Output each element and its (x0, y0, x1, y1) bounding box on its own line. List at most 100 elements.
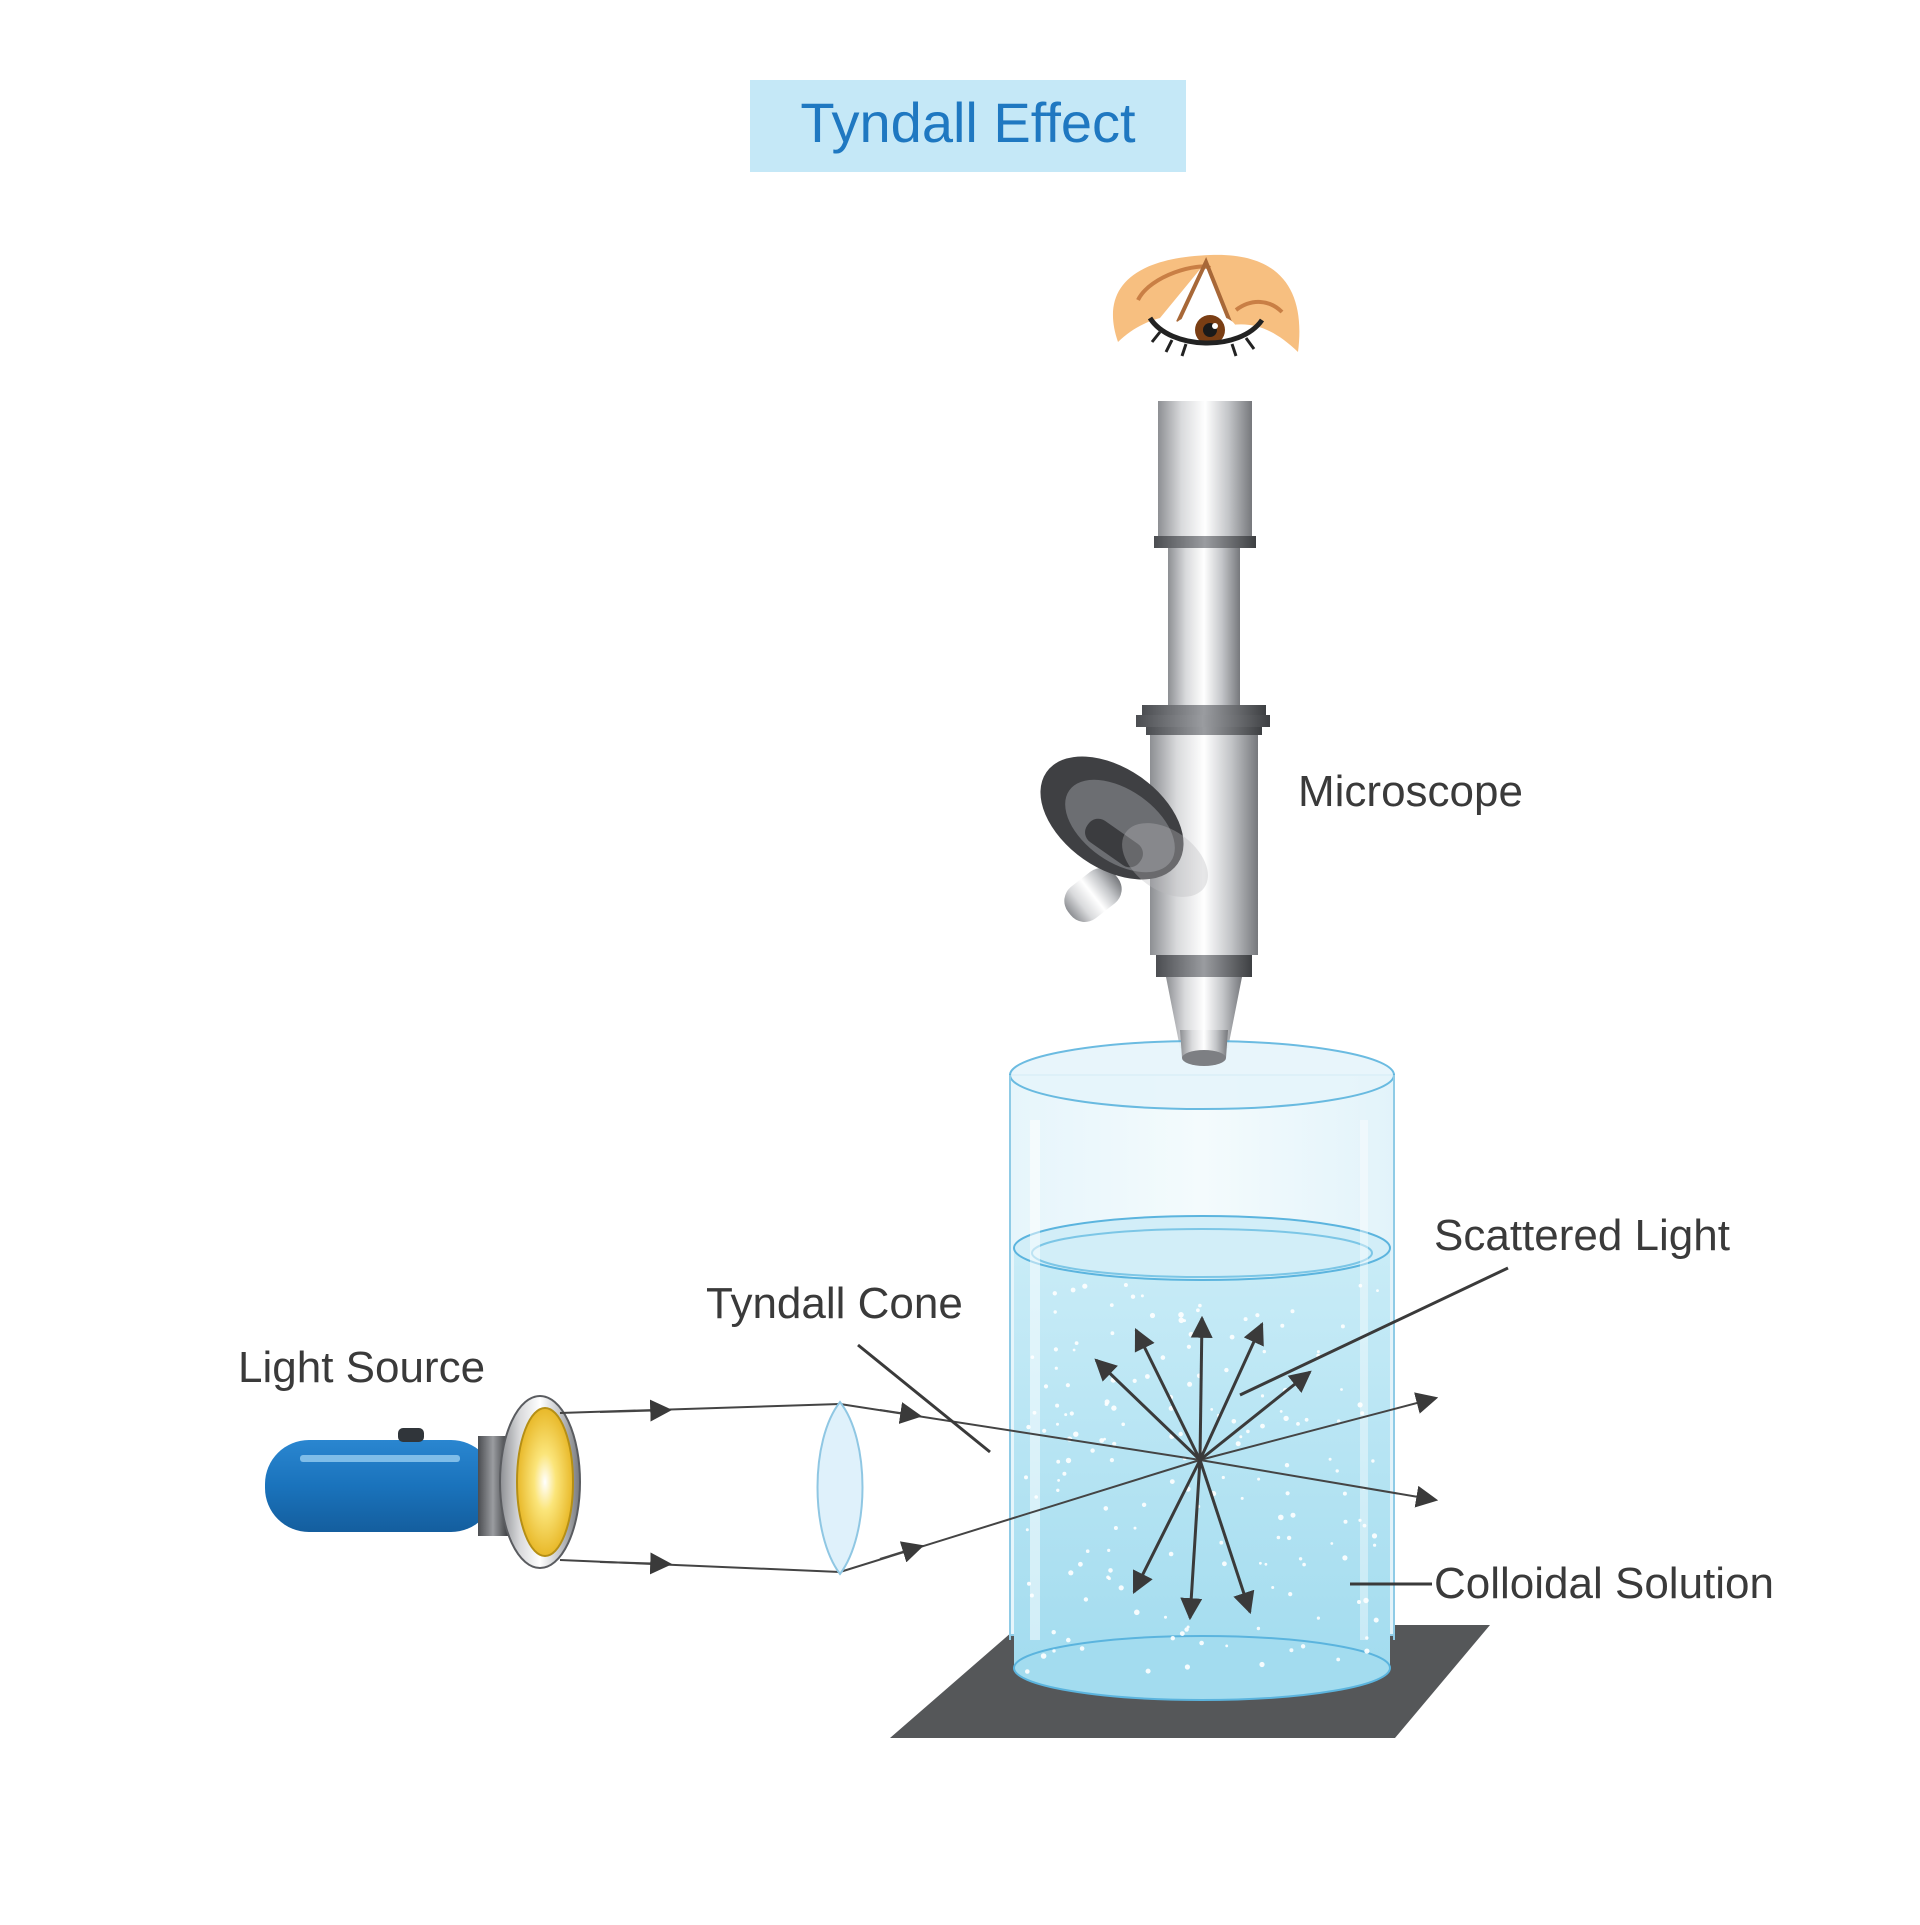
particle (1056, 1422, 1059, 1426)
particle (1079, 1646, 1085, 1651)
particle (1073, 1431, 1079, 1437)
particle (1112, 1441, 1117, 1446)
page-title: Tyndall Effect (800, 91, 1136, 154)
particle (1337, 1419, 1341, 1423)
particle (1198, 1303, 1202, 1308)
particle (1373, 1543, 1377, 1547)
particle (1196, 1308, 1200, 1313)
particle (1090, 1448, 1095, 1453)
particle (1040, 1653, 1047, 1659)
particle (1280, 1323, 1285, 1328)
lens-icon (816, 1400, 864, 1576)
particle (1178, 1317, 1185, 1324)
particle (1328, 1457, 1332, 1461)
particle (1108, 1568, 1113, 1573)
particle (1109, 1458, 1114, 1463)
particle (1133, 1526, 1137, 1530)
scatter-arrow (1190, 1315, 1213, 1461)
particle (1074, 1341, 1079, 1345)
scatter-arrow (1134, 1328, 1202, 1461)
particle (1062, 1471, 1067, 1476)
particle (1316, 1350, 1320, 1354)
particle (1259, 1661, 1265, 1668)
particle (1064, 1413, 1068, 1417)
colloid-particles (1024, 1283, 1379, 1674)
scattered-light-arrows (1094, 1315, 1312, 1621)
particle (1140, 1294, 1144, 1298)
particle (1240, 1496, 1244, 1500)
particle (1360, 1411, 1365, 1416)
particle (1057, 1479, 1060, 1482)
particle (1342, 1491, 1347, 1496)
particle (1264, 1562, 1268, 1566)
colloidal-solution-label: Colloidal Solution (1434, 1559, 1774, 1608)
particle (1283, 1415, 1289, 1422)
flashlight-icon (265, 1395, 581, 1569)
particle (1056, 1488, 1060, 1493)
particle (1358, 1283, 1363, 1288)
particle (1255, 1313, 1260, 1318)
particle (1290, 1512, 1296, 1518)
particle (1103, 1506, 1109, 1511)
particle (1121, 1422, 1125, 1427)
eye-icon (1112, 254, 1300, 357)
particle (1043, 1384, 1049, 1389)
particle (1145, 1374, 1150, 1379)
particle (1330, 1542, 1334, 1545)
particle (1066, 1637, 1071, 1643)
particle (1376, 1289, 1379, 1292)
particle (1246, 1429, 1250, 1434)
scatter-arrow (1198, 1321, 1264, 1461)
particle (1026, 1424, 1031, 1430)
particle (1024, 1475, 1028, 1480)
particle (1222, 1561, 1227, 1567)
particle (1078, 1561, 1083, 1567)
particle (1336, 1657, 1341, 1662)
particle (1132, 1378, 1137, 1383)
particle (1065, 1457, 1072, 1464)
particle (1342, 1555, 1348, 1561)
particle (1083, 1597, 1089, 1602)
tyndall-cone-leader (857, 1343, 991, 1454)
particle (1169, 1479, 1175, 1484)
title-background (750, 80, 1186, 172)
particle (1279, 1410, 1283, 1413)
particle (1184, 1664, 1190, 1670)
particle (1300, 1644, 1306, 1649)
particle (1371, 1459, 1375, 1463)
scatter-arrow (1094, 1358, 1202, 1462)
particle (1219, 1540, 1224, 1545)
particle (1168, 1551, 1174, 1557)
particle (1335, 1469, 1339, 1473)
microscope-icon (1040, 401, 1270, 1058)
particle (1358, 1518, 1362, 1522)
particle (1365, 1636, 1369, 1640)
particle (1302, 1562, 1306, 1567)
particle (1082, 1283, 1088, 1289)
particle (1260, 1423, 1265, 1429)
beaker-icon (1009, 1040, 1395, 1701)
particle (1179, 1631, 1185, 1636)
particle (1256, 1626, 1261, 1631)
particle (1284, 1463, 1290, 1468)
particle (1188, 1331, 1194, 1337)
particle (1259, 1561, 1262, 1565)
particle (1221, 1475, 1225, 1480)
particle (1069, 1411, 1074, 1416)
particle (1141, 1502, 1147, 1508)
particle (1288, 1592, 1293, 1597)
particle (1371, 1533, 1378, 1539)
scatter-arrow (1132, 1459, 1202, 1594)
particle (1296, 1422, 1300, 1426)
particle (1199, 1640, 1204, 1646)
light-source-label: Light Source (238, 1343, 485, 1392)
light-rays (559, 1392, 1439, 1575)
particle (1134, 1609, 1140, 1616)
particle (1257, 1477, 1261, 1481)
particle (1289, 1648, 1294, 1653)
particle (1085, 1549, 1090, 1553)
particle (1025, 1528, 1029, 1532)
particle (1239, 1435, 1243, 1439)
particle (1184, 1627, 1189, 1632)
